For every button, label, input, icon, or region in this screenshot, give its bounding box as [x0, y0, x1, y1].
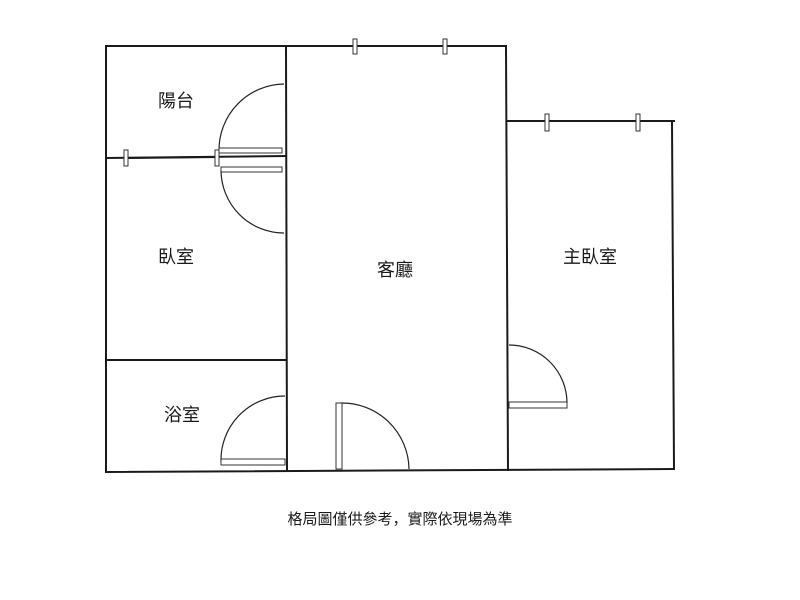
door-entrance: [335, 402, 410, 470]
door-master-bedroom: [508, 344, 568, 409]
room-label-living-room: 客廳: [377, 260, 413, 281]
disclaimer-text: 格局圖僅供參考，實際依現場為準: [287, 510, 513, 528]
wall-living-right: [504, 44, 510, 472]
door-balcony: [218, 83, 285, 154]
outer-wall-bottom: [104, 467, 676, 474]
window-master-top: [544, 113, 641, 132]
doors: [218, 83, 568, 470]
windows: [123, 38, 641, 167]
door-bathroom: [220, 395, 286, 466]
door-bedroom: [220, 166, 285, 234]
room-label-balcony: 陽台: [158, 91, 194, 112]
window-living-top: [352, 38, 448, 55]
window-balcony: [123, 149, 220, 167]
room-label-bathroom: 浴室: [164, 405, 200, 426]
wall-living-left: [284, 44, 289, 472]
outer-wall-right: [670, 119, 676, 471]
room-label-master-bedroom: 主臥室: [563, 247, 617, 268]
room-label-bedroom: 臥室: [158, 247, 194, 268]
